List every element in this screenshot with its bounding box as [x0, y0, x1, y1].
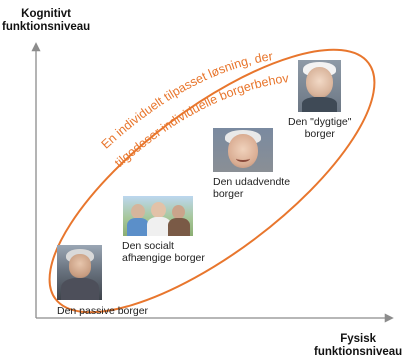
passive-citizen-photo: [57, 245, 102, 300]
y-axis-title-line1: Kognitivt: [21, 8, 71, 20]
persona-caption-line2: afhængige borger: [122, 252, 205, 264]
persona-caption-line1: Den udadvendte: [213, 176, 291, 188]
x-axis-title-line1: Fysisk: [340, 333, 376, 345]
persona-caption-line1: Den passive borger: [57, 305, 149, 317]
x-axis-title: Fysisk funktionsniveau: [314, 333, 402, 359]
x-axis-title-line2: funktionsniveau: [314, 346, 403, 358]
persona-caption-outgoing: Den udadvendte borger: [213, 176, 290, 200]
persona-caption-line2: borger: [304, 128, 335, 140]
y-axis-title: Kognitivt funktionsniveau: [2, 8, 90, 34]
social-citizen-photo: [123, 196, 193, 236]
persona-caption-line2: borger: [213, 188, 244, 200]
persona-caption-line1: Den "dygtige": [288, 116, 352, 128]
solution-ellipse: [48, 48, 376, 314]
persona-caption-capable: Den "dygtige" borger: [288, 116, 352, 140]
persona-caption-social: Den socialt afhængige borger: [122, 240, 205, 264]
outgoing-citizen-photo: [213, 128, 273, 172]
capable-citizen-photo: [298, 60, 341, 112]
persona-caption-passive: Den passive borger: [57, 305, 148, 317]
y-axis-title-line2: funktionsniveau: [2, 21, 91, 33]
persona-caption-line1: Den socialt: [122, 240, 174, 252]
